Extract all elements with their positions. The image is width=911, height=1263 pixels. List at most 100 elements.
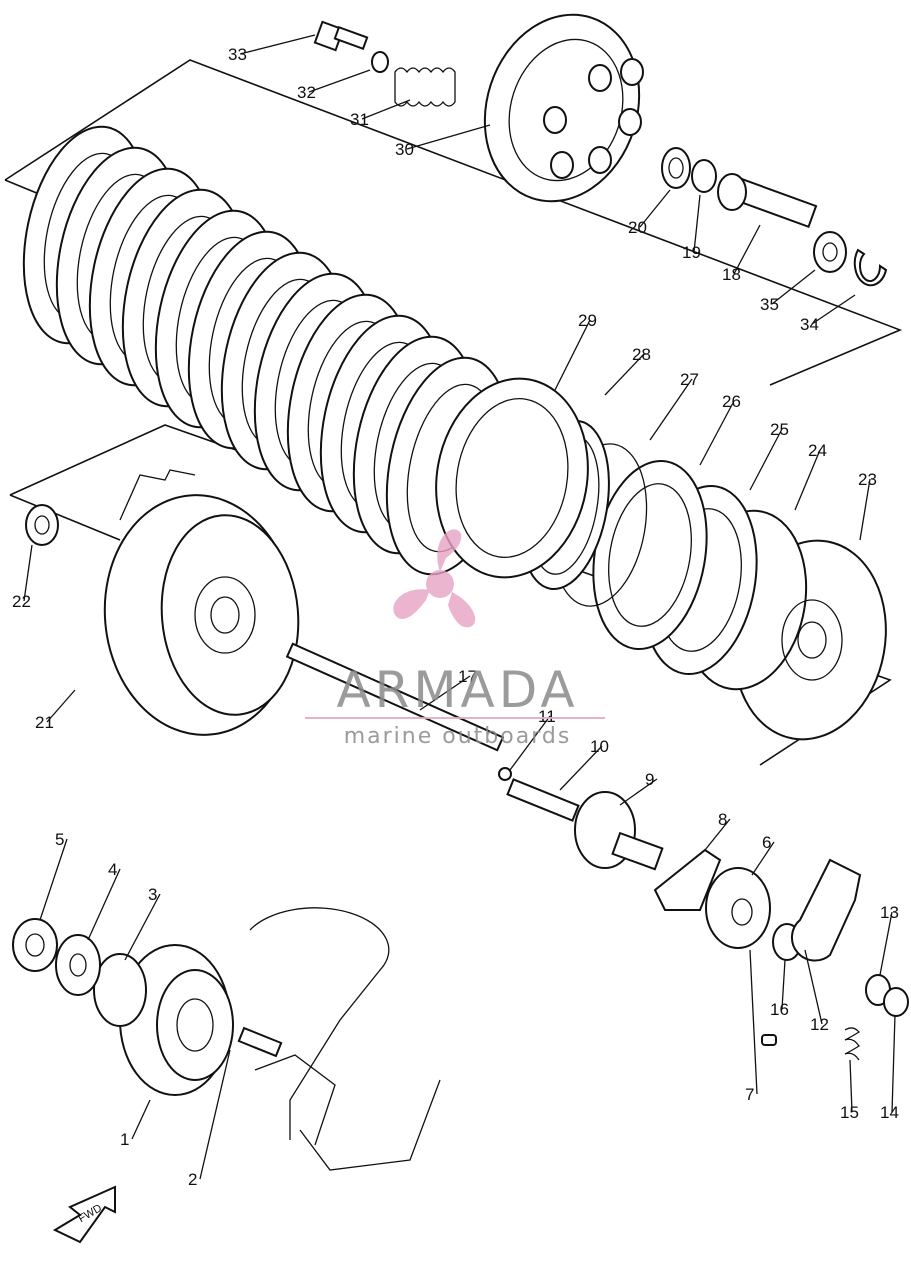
dowel-pin-7 [761, 1034, 777, 1046]
callout-label-15: 15 [840, 1103, 859, 1122]
callout-label-33: 33 [228, 45, 247, 64]
callout-label-35: 35 [760, 295, 779, 314]
callout-label-20: 20 [628, 218, 647, 237]
callout-label-7: 7 [745, 1085, 754, 1104]
callout-leader-line [604, 353, 645, 396]
callout-leader-line [749, 428, 783, 491]
watermark-brand: ARMADA [336, 661, 579, 719]
callout-leader-line [87, 868, 121, 941]
washer-4 [55, 934, 101, 996]
callout-label-18: 18 [722, 265, 741, 284]
watermark-divider [305, 717, 605, 719]
push-rod-17 [285, 642, 505, 752]
pressure-plate [483, 13, 644, 203]
callout-leader-line [704, 818, 731, 851]
callout-label-23: 23 [858, 470, 877, 489]
callout-label-32: 32 [297, 83, 316, 102]
callout-label-17: 17 [458, 667, 477, 686]
primary-drive-gear [119, 944, 234, 1096]
callout-leader-line [619, 778, 658, 806]
callout-label-26: 26 [722, 392, 741, 411]
spring-15 [844, 1027, 860, 1061]
callout-label-4: 4 [108, 860, 117, 879]
callout-leader-line [891, 1014, 896, 1113]
callout-leader-line [849, 1059, 853, 1113]
callout-leader-line [46, 689, 76, 723]
callout-label-31: 31 [350, 110, 369, 129]
callout-leader-line [199, 1049, 231, 1180]
callout-leader-line [693, 194, 701, 253]
nut-5 [12, 918, 58, 972]
push-lever-9 [574, 791, 664, 871]
callout-leader-line [554, 319, 591, 391]
callout-leader-line [239, 34, 316, 55]
watermark-logo-icon [393, 529, 476, 628]
clutch-plate-stack [22, 125, 511, 576]
plate-8 [653, 848, 722, 911]
callout-label-34: 34 [800, 315, 819, 334]
callout-leader-line [811, 294, 856, 325]
primary-driven-gear [103, 469, 300, 736]
callout-leader-line [308, 69, 371, 93]
callout-label-11: 11 [538, 707, 556, 726]
callout-label-9: 9 [645, 770, 654, 789]
nut-14 [883, 987, 909, 1017]
ball-11 [498, 767, 512, 781]
bearing-35 [813, 231, 847, 273]
callout-label-12: 12 [810, 1015, 829, 1034]
callout-label-8: 8 [718, 810, 727, 829]
callout-label-24: 24 [808, 441, 827, 460]
callout-leader-line [124, 893, 161, 961]
callout-label-25: 25 [770, 420, 789, 439]
callout-label-1: 1 [120, 1130, 129, 1149]
plate-3 [93, 953, 147, 1027]
circlip-34 [853, 248, 888, 287]
callout-label-29: 29 [578, 311, 597, 330]
thrust-washer-22 [25, 504, 59, 546]
callout-label-3: 3 [148, 885, 157, 904]
key-2 [237, 1026, 283, 1058]
callout-leader-line [699, 400, 735, 466]
callout-leader-line [639, 189, 671, 228]
callout-leader-line [23, 544, 33, 602]
callout-leader-line [751, 841, 775, 876]
callout-label-16: 16 [770, 1000, 789, 1019]
clutch-spring-bolt [313, 20, 369, 52]
bearing [661, 147, 691, 189]
clutch-spring [394, 67, 456, 107]
oil-seal-6 [705, 867, 771, 949]
callout-leader-line [509, 715, 551, 771]
callout-leader-line [859, 478, 871, 541]
callout-leader-line [733, 224, 761, 275]
spring-washer [371, 51, 389, 73]
push-rod-18 [717, 173, 818, 229]
callout-label-2: 2 [188, 1170, 197, 1189]
callout-label-10: 10 [590, 737, 609, 756]
callout-label-27: 27 [680, 370, 699, 389]
callout-labels: 1234567891011121314151617181920212223242… [12, 34, 899, 1189]
callout-label-30: 30 [395, 140, 414, 159]
callout-leader-line [559, 745, 603, 791]
callout-label-28: 28 [632, 345, 651, 364]
callout-leader-line [804, 949, 823, 1025]
push-rod-10 [506, 778, 580, 822]
callout-label-5: 5 [55, 830, 64, 849]
callout-label-14: 14 [880, 1103, 899, 1122]
lever-12 [790, 858, 862, 962]
callout-leader-line [781, 959, 786, 1010]
friction-plate-29 [435, 377, 589, 579]
callout-leader-line [649, 378, 693, 441]
callout-leader-line [419, 675, 471, 711]
callout-leader-line [361, 99, 411, 120]
callout-leader-line [794, 449, 821, 511]
callout-leader-line [771, 269, 816, 305]
callout-leader-line [39, 838, 68, 921]
callout-leader-line [879, 911, 893, 976]
callout-label-21: 21 [35, 713, 54, 732]
callout-label-22: 22 [12, 592, 31, 611]
callout-leader-line [131, 1099, 151, 1140]
callout-label-6: 6 [762, 833, 771, 852]
crankshaft-outline [249, 907, 441, 1171]
washer-19 [691, 159, 717, 193]
